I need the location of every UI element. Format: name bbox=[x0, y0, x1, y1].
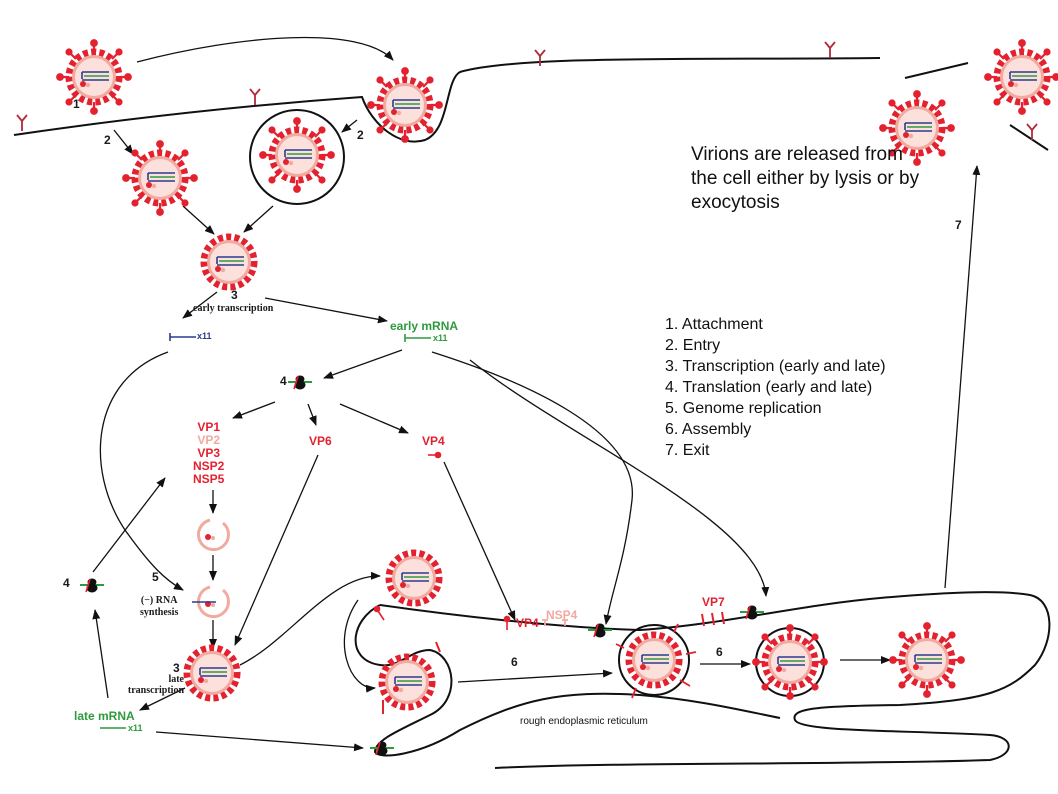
nsp4-protein-icon bbox=[542, 619, 568, 626]
step-3: 3. Transcription (early and late) bbox=[665, 358, 886, 375]
step-number-4a: 4 bbox=[280, 374, 287, 388]
transient-enveloped-particle bbox=[615, 623, 697, 699]
step-number-3b: 3 bbox=[173, 661, 180, 675]
step-number-2b: 2 bbox=[357, 128, 364, 142]
x11-late-label: x11 bbox=[128, 723, 143, 733]
step-2: 2. Entry bbox=[665, 337, 721, 354]
step-number-2a: 2 bbox=[104, 133, 111, 147]
double-layered-particle bbox=[204, 237, 254, 287]
late-mrna-label: late mRNA bbox=[74, 709, 135, 723]
step-6: 6. Assembly bbox=[665, 421, 752, 438]
step-number-4b: 4 bbox=[63, 576, 70, 590]
virion-entering bbox=[122, 140, 198, 216]
vp4-label: VP4 bbox=[422, 434, 445, 448]
nsp4-label: NSP4 bbox=[546, 608, 578, 622]
nsp2-label: NSP2 bbox=[193, 459, 225, 473]
vp6-label: VP6 bbox=[309, 434, 332, 448]
virion-at-membrane bbox=[367, 67, 443, 143]
rough-er-label: rough endoplasmic reticulum bbox=[520, 716, 648, 727]
vp3-label: VP3 bbox=[197, 446, 221, 460]
late-transcription-label: late transcription bbox=[127, 674, 184, 696]
x11-early-label: x11 bbox=[433, 333, 448, 343]
early-transcription-label: early transcription bbox=[193, 303, 274, 314]
vp7-label: VP7 bbox=[702, 595, 725, 609]
steps-legend: 1. Attachment 2. Entry 3. Transcription … bbox=[665, 314, 886, 461]
virion-in-er-vesicle bbox=[752, 624, 828, 700]
step-1: 1. Attachment bbox=[665, 316, 763, 333]
step-5: 5. Genome replication bbox=[665, 400, 822, 417]
step-4: 4. Translation (early and late) bbox=[665, 379, 873, 396]
rna-synthesis-label: (−) RNA synthesis bbox=[140, 595, 179, 618]
plasma-membrane bbox=[13, 57, 1049, 205]
step-number-7: 7 bbox=[955, 218, 962, 232]
mature-virion-er bbox=[889, 622, 965, 698]
vp1-label: VP1 bbox=[197, 420, 221, 434]
early-mrna-icon bbox=[404, 334, 431, 342]
pathway-arrows bbox=[92, 36, 981, 752]
step-number-3a: 3 bbox=[231, 288, 238, 302]
protein-list: VP1 VP2 VP3 NSP2 NSP5 bbox=[193, 421, 224, 486]
released-virion-2 bbox=[984, 39, 1058, 115]
genome-segment-icon bbox=[169, 333, 196, 341]
vp4-protein-icon bbox=[373, 451, 511, 630]
dlp-late-transcription bbox=[187, 648, 237, 698]
virion-in-endosome bbox=[259, 117, 335, 193]
early-mrna-label: early mRNA bbox=[390, 319, 459, 333]
x11-genome-label: x11 bbox=[197, 331, 212, 341]
step-number-6a: 6 bbox=[511, 655, 518, 669]
nsp5-label: NSP5 bbox=[193, 472, 225, 486]
vp4-er-label: VP4 bbox=[516, 616, 539, 630]
release-note: Virions are released from the cell eithe… bbox=[691, 144, 920, 213]
vp2-label: VP2 bbox=[197, 433, 221, 447]
vp7-protein-icon bbox=[382, 611, 725, 714]
step-7: 7. Exit bbox=[665, 442, 710, 459]
step-number-6b: 6 bbox=[716, 645, 723, 659]
virion-attaching bbox=[56, 39, 132, 115]
step-number-1: 1 bbox=[73, 97, 80, 111]
step-number-5: 5 bbox=[152, 570, 159, 584]
dlp-budding bbox=[389, 553, 439, 603]
